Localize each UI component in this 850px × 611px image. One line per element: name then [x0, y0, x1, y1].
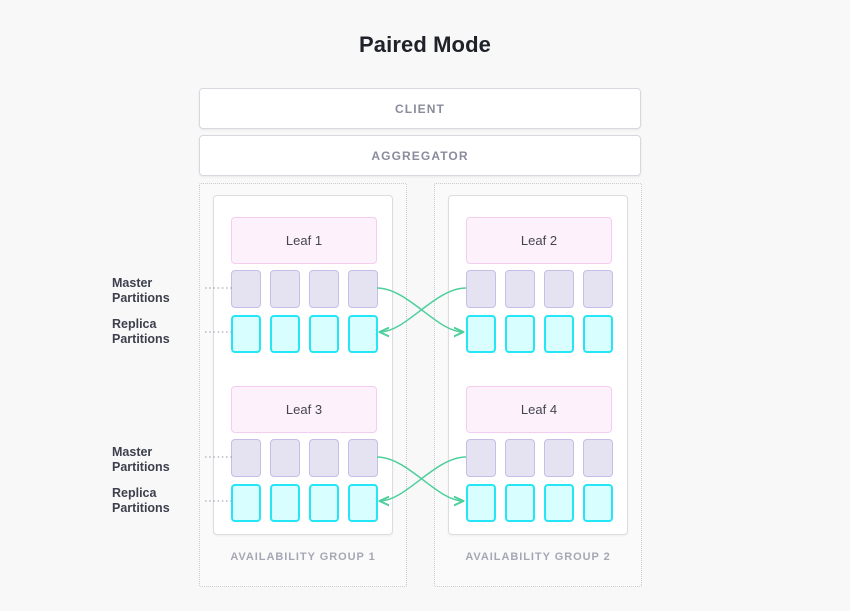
annotation-replica-line2: Partitions — [112, 332, 170, 346]
annotation-replica-partitions-bottom: Replica Partitions — [112, 486, 204, 516]
partition-replica-leaf4-2[interactable] — [544, 484, 574, 522]
partition-master-leaf2-2[interactable] — [544, 270, 574, 308]
partition-master-leaf2-3[interactable] — [583, 270, 613, 308]
partition-replica-leaf1-0[interactable] — [231, 315, 261, 353]
leaf-node-leaf1[interactable]: Leaf 1 — [231, 217, 377, 264]
availability-group-2-label: AVAILABILITY GROUP 2 — [465, 551, 611, 563]
partition-master-leaf3-0[interactable] — [231, 439, 261, 477]
partition-master-leaf2-0[interactable] — [466, 270, 496, 308]
annotation-master-line1: Master — [112, 276, 153, 290]
partition-replica-leaf3-0[interactable] — [231, 484, 261, 522]
partition-replica-leaf2-0[interactable] — [466, 315, 496, 353]
annotation-master-partitions-top: Master Partitions — [112, 276, 204, 306]
client-box[interactable]: CLIENT — [199, 88, 641, 129]
partition-master-leaf1-0[interactable] — [231, 270, 261, 308]
partition-replica-leaf3-1[interactable] — [270, 484, 300, 522]
partition-replica-leaf1-2[interactable] — [309, 315, 339, 353]
leaf-node-leaf3[interactable]: Leaf 3 — [231, 386, 377, 433]
availability-group-2-container: Leaf 2 Leaf 4 — [448, 195, 628, 535]
partition-replica-leaf4-3[interactable] — [583, 484, 613, 522]
availability-group-1-container: Leaf 1 Leaf 3 — [213, 195, 393, 535]
partition-replica-leaf4-0[interactable] — [466, 484, 496, 522]
partition-replica-leaf1-1[interactable] — [270, 315, 300, 353]
availability-group-1-label: AVAILABILITY GROUP 1 — [230, 551, 376, 563]
annotation-replica-line1: Replica — [112, 317, 157, 331]
annotation-replica-line1: Replica — [112, 486, 157, 500]
leaf-node-leaf4[interactable]: Leaf 4 — [466, 386, 612, 433]
partition-replica-leaf4-1[interactable] — [505, 484, 535, 522]
partition-replica-leaf3-3[interactable] — [348, 484, 378, 522]
partition-replica-leaf2-1[interactable] — [505, 315, 535, 353]
partition-replica-leaf2-2[interactable] — [544, 315, 574, 353]
annotation-master-partitions-bottom: Master Partitions — [112, 445, 204, 475]
partition-replica-leaf2-3[interactable] — [583, 315, 613, 353]
aggregator-box[interactable]: AGGREGATOR — [199, 135, 641, 176]
partition-master-leaf3-3[interactable] — [348, 439, 378, 477]
partition-master-leaf4-3[interactable] — [583, 439, 613, 477]
partition-master-leaf4-2[interactable] — [544, 439, 574, 477]
partition-replica-leaf1-3[interactable] — [348, 315, 378, 353]
annotation-master-line1: Master — [112, 445, 153, 459]
partition-master-leaf1-3[interactable] — [348, 270, 378, 308]
partition-master-leaf1-1[interactable] — [270, 270, 300, 308]
annotation-replica-partitions-top: Replica Partitions — [112, 317, 204, 347]
leaf-node-leaf2[interactable]: Leaf 2 — [466, 217, 612, 264]
partition-master-leaf3-2[interactable] — [309, 439, 339, 477]
page-title: Paired Mode — [359, 32, 491, 57]
partition-master-leaf2-1[interactable] — [505, 270, 535, 308]
annotation-replica-line2: Partitions — [112, 501, 170, 515]
annotation-master-line2: Partitions — [112, 460, 170, 474]
annotation-master-line2: Partitions — [112, 291, 170, 305]
partition-replica-leaf3-2[interactable] — [309, 484, 339, 522]
partition-master-leaf4-0[interactable] — [466, 439, 496, 477]
partition-master-leaf1-2[interactable] — [309, 270, 339, 308]
partition-master-leaf4-1[interactable] — [505, 439, 535, 477]
partition-master-leaf3-1[interactable] — [270, 439, 300, 477]
